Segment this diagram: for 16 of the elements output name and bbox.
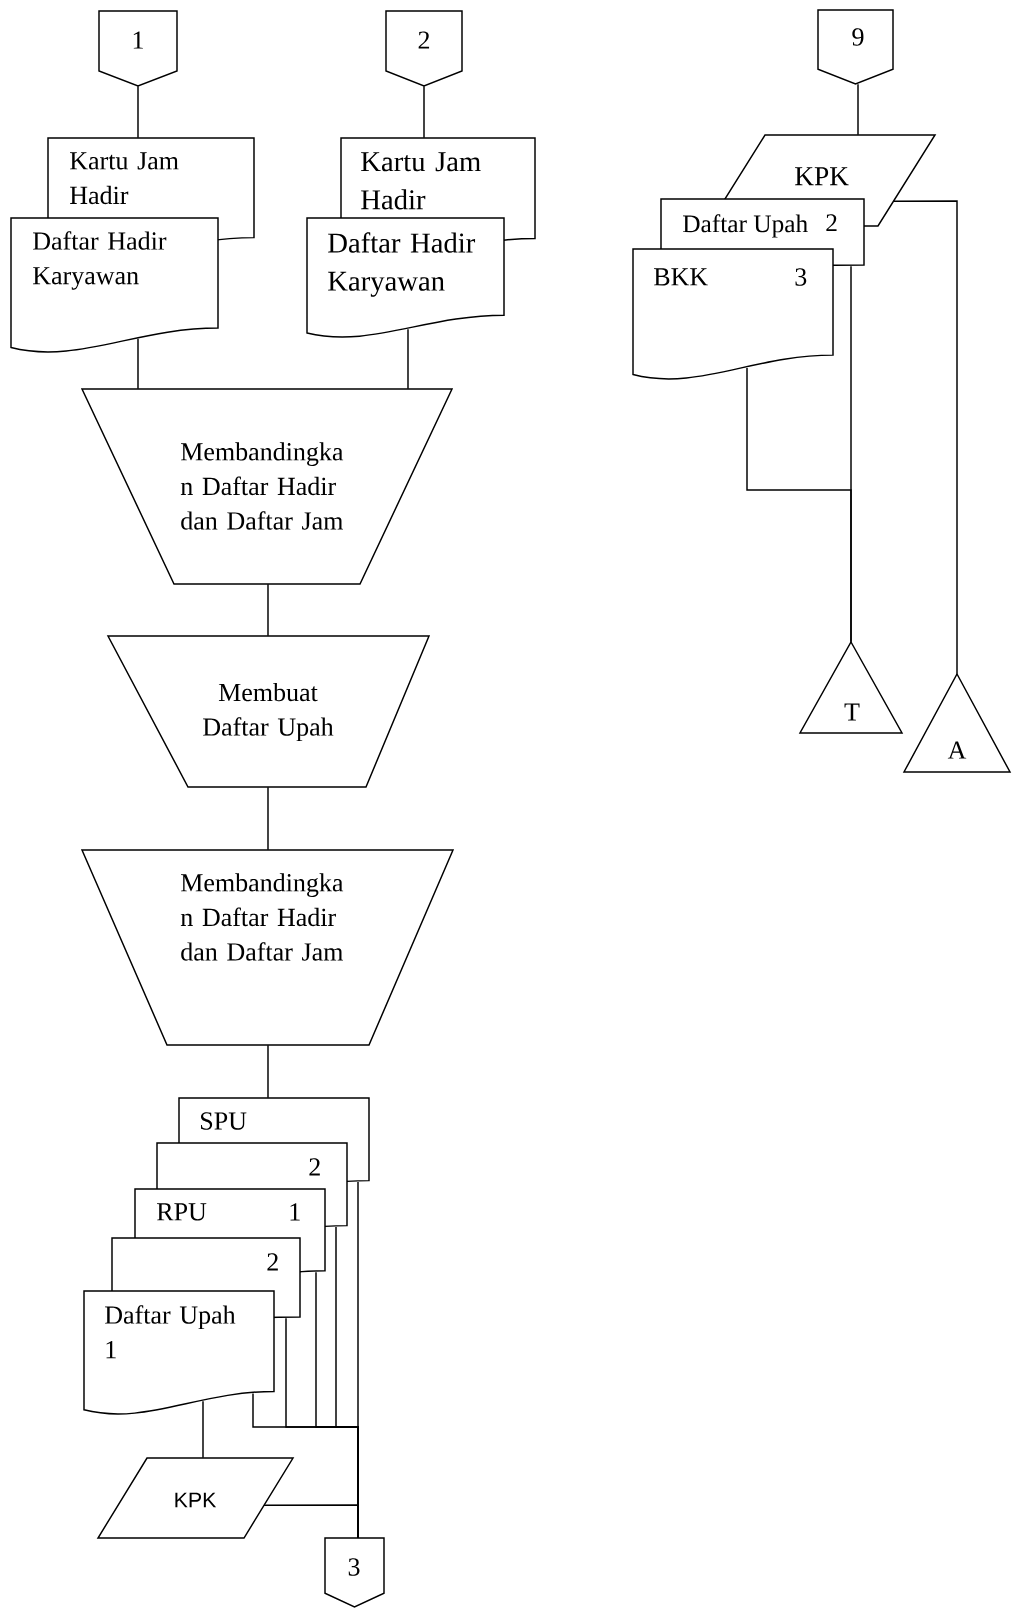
offpage-connector: 2 [385, 10, 463, 87]
offpage-connector: 1 [98, 10, 178, 87]
connector-line [137, 85, 139, 139]
connector-line [267, 786, 269, 851]
offpage-connector: 3 [324, 1537, 385, 1608]
connector-line [137, 338, 139, 390]
connector-line [893, 200, 958, 675]
connector-line [267, 583, 269, 637]
offpage-connector: 9 [817, 9, 894, 85]
connector-line [746, 367, 852, 643]
connector-line [423, 85, 425, 139]
connector-line [263, 1504, 359, 1539]
connector-line [202, 1400, 204, 1459]
connector-line [857, 83, 859, 136]
connector-line [267, 1044, 269, 1099]
connector-line [407, 328, 409, 390]
